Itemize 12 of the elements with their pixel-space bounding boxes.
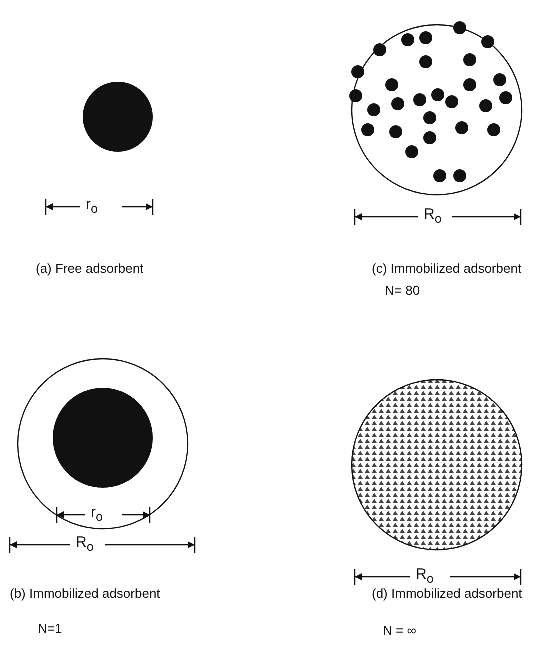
particle-count: N=1 (38, 621, 62, 636)
dimension-label: R$_{o}$ (424, 207, 442, 227)
dimension-label: r$_{o}$ (91, 505, 103, 525)
particle-count: N= 80 (385, 283, 420, 298)
dimension-label: R$_{o}$ (416, 567, 434, 587)
dimension-label: R$_{o}$ (76, 535, 94, 555)
figure-caption: (b) Immobilized adsorbent (10, 586, 160, 601)
particle-count: N = ∞ (383, 623, 416, 638)
figure-caption: (c) Immobilized adsorbent (372, 261, 522, 276)
dimension-label: r$_{o}$ (86, 197, 98, 217)
figure-caption: (a) Free adsorbent (36, 261, 144, 276)
figure-caption: (d) Immobilized adsorbent (372, 586, 522, 601)
